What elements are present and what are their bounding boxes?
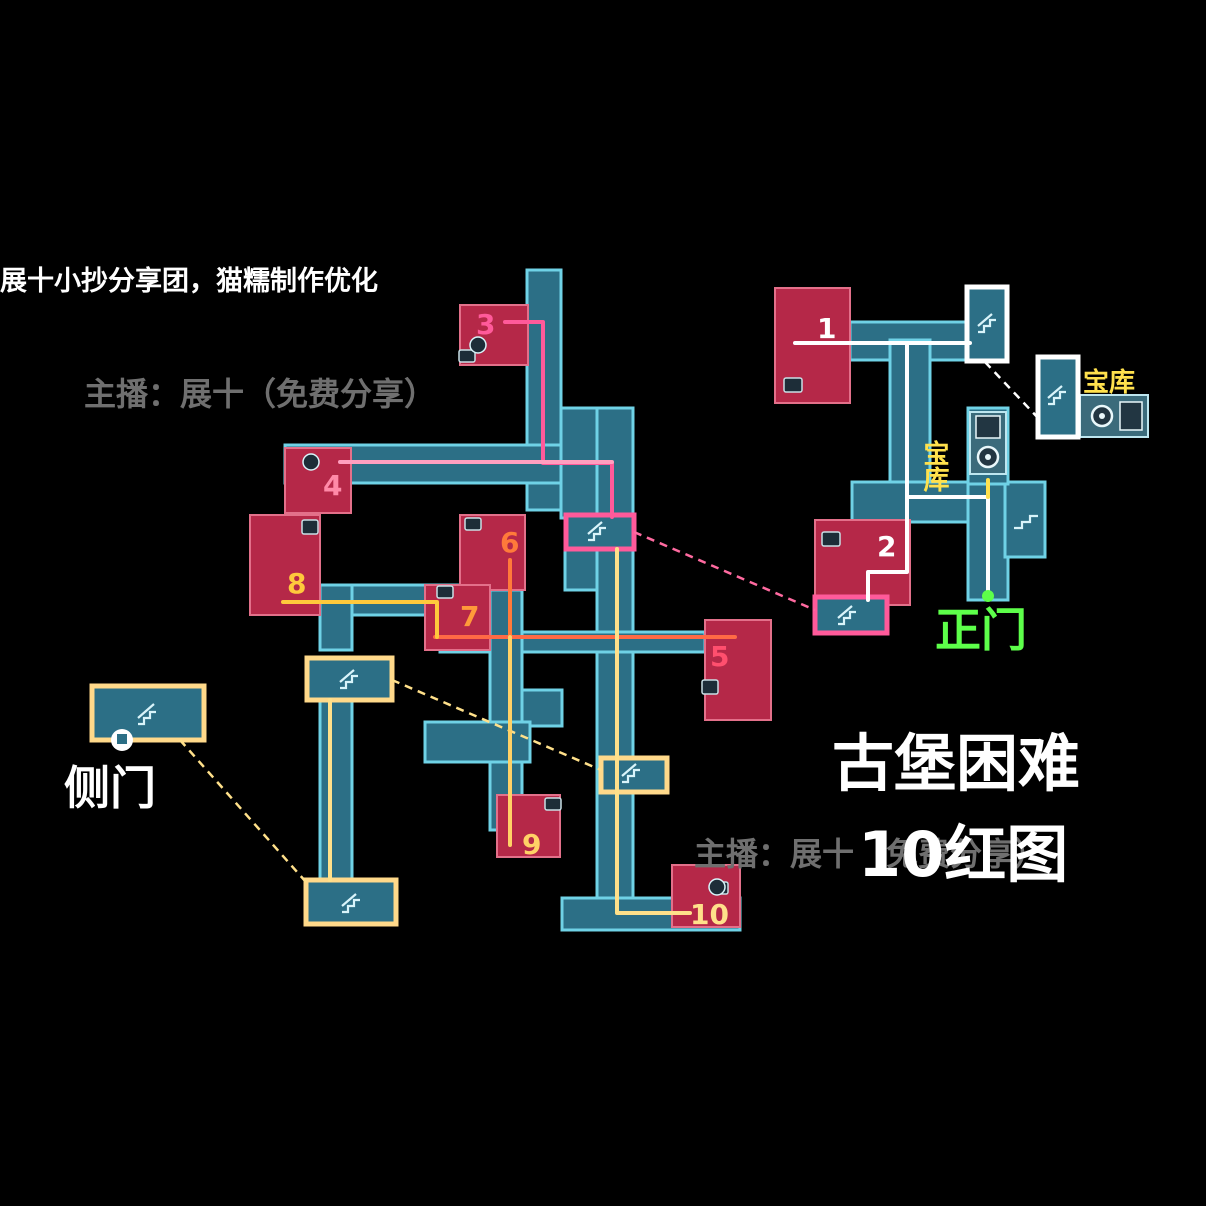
routes xyxy=(281,320,994,915)
room-number-4: 4 xyxy=(323,469,342,502)
stairs-room-2 xyxy=(812,594,890,636)
room-number-6: 6 xyxy=(500,526,519,559)
room-number-7: 7 xyxy=(460,600,479,633)
stairs-center-yellow-bottom xyxy=(303,877,399,927)
room-number-2: 2 xyxy=(877,530,896,563)
room-7 xyxy=(424,584,491,651)
room-number-9: 9 xyxy=(522,828,541,861)
stairs-icon xyxy=(837,605,856,626)
gate-marker xyxy=(982,590,994,602)
vault-label-left: 宝库 xyxy=(919,439,949,493)
room-number-1: 1 xyxy=(817,312,836,345)
stair-boxes xyxy=(89,284,1081,927)
stairs-icon xyxy=(341,893,360,914)
room-icons xyxy=(301,336,841,896)
chest-icon xyxy=(821,531,841,547)
stairs-side-gate xyxy=(89,683,207,751)
door-icon xyxy=(111,729,133,751)
stairs-icon xyxy=(977,313,996,334)
room-numbers: 1 2 3 4 5 6 7 8 9 10 xyxy=(287,308,896,931)
chest-icon xyxy=(301,519,319,535)
room-number-5: 5 xyxy=(710,640,729,673)
room-10 xyxy=(671,864,741,928)
chest-icon xyxy=(436,585,454,599)
stairs-right-top xyxy=(964,284,1010,364)
vault-center xyxy=(969,411,1007,475)
vault-right xyxy=(1079,394,1149,438)
chest-icon xyxy=(458,349,476,363)
stairs-center-right xyxy=(598,755,670,795)
watermark-bottom: 主播：展十（免费分享） xyxy=(694,835,1046,873)
title-line-1: 古堡困难 xyxy=(832,727,1080,800)
chest-icon xyxy=(544,797,562,811)
vault-label-left-text: 宝库 xyxy=(919,439,949,493)
vault-gear-icon xyxy=(975,415,1001,469)
room-number-8: 8 xyxy=(287,567,306,600)
stairs-icon xyxy=(1047,385,1066,406)
dashed-links xyxy=(179,361,1041,883)
stairs-icon xyxy=(621,763,640,784)
vault-gear-icon xyxy=(1090,401,1143,431)
chest-icon xyxy=(783,377,803,393)
stairs-icon xyxy=(587,521,606,542)
room-9 xyxy=(496,794,561,858)
stairs-center-yellow-top xyxy=(304,655,395,703)
watermark-top: 主播：展十（免费分享） xyxy=(84,375,436,413)
side-gate-label: 侧门 xyxy=(64,761,156,815)
main-gate-label: 正门 xyxy=(935,603,1027,657)
altar-icon xyxy=(302,336,726,896)
chest-icon xyxy=(464,517,482,531)
stairs-center-pink xyxy=(563,512,637,552)
stairs-icon xyxy=(137,703,156,726)
stairs-icon xyxy=(1014,514,1038,530)
title-line-2: 10红图 xyxy=(858,818,1068,891)
room-number-10: 10 xyxy=(690,898,729,931)
room-number-3: 3 xyxy=(476,308,495,341)
stairs-icon xyxy=(339,669,358,690)
chest-icon xyxy=(701,679,719,695)
credit-text: 展十小抄分享团，猫糯制作优化 xyxy=(0,265,378,297)
vault-label-right: 宝库 xyxy=(1083,367,1135,398)
stairs-vault-link xyxy=(1035,354,1081,440)
